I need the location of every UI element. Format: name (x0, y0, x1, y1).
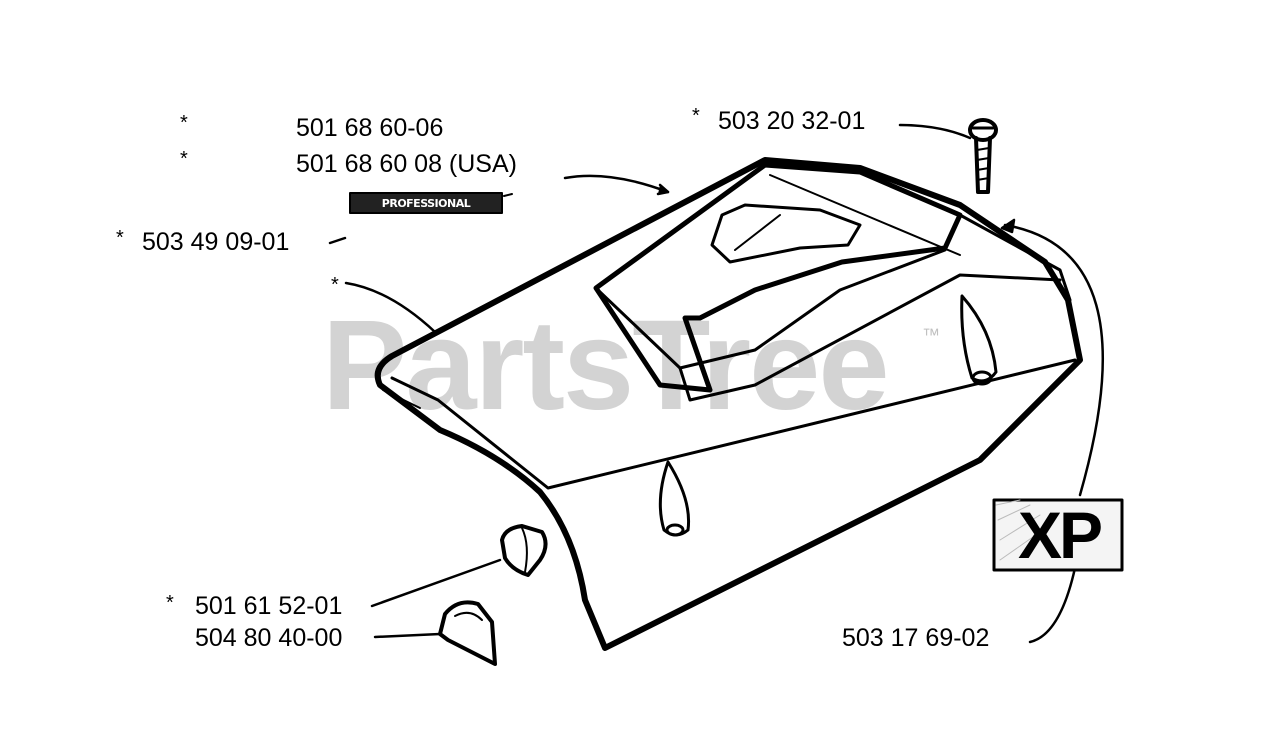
cap (438, 600, 497, 666)
asterisk-plug: * (166, 592, 174, 614)
asterisk-decal: * (116, 227, 124, 249)
leader-lines (328, 123, 1104, 644)
asterisk-cover-usa: * (180, 148, 188, 170)
screw (968, 118, 998, 194)
trademark-symbol: ™ (922, 325, 940, 345)
part-number-xp-decal[interactable]: 503 17 69-02 (842, 624, 990, 652)
part-number-cap[interactable]: 504 80 40-00 (195, 624, 343, 652)
asterisk-cover-callout: * (331, 274, 339, 296)
plug (500, 524, 548, 577)
asterisk-cover: * (180, 112, 188, 134)
part-number-plug[interactable]: 501 61 52-01 (195, 592, 343, 620)
cylinder-cover (374, 157, 1083, 651)
part-number-cover-usa[interactable]: 501 68 60 08 (USA) (296, 150, 517, 178)
part-number-professional-decal[interactable]: 503 49 09-01 (142, 228, 290, 256)
xp-decal (992, 498, 1124, 572)
asterisk-screw: * (692, 105, 700, 127)
part-number-cover[interactable]: 501 68 60-06 (296, 114, 444, 142)
part-number-screw[interactable]: 503 20 32-01 (718, 107, 866, 135)
professional-decal-text: PROFESSIONAL (381, 197, 471, 210)
professional-decal (349, 192, 513, 214)
xp-decal-text: XP (1017, 498, 1103, 572)
